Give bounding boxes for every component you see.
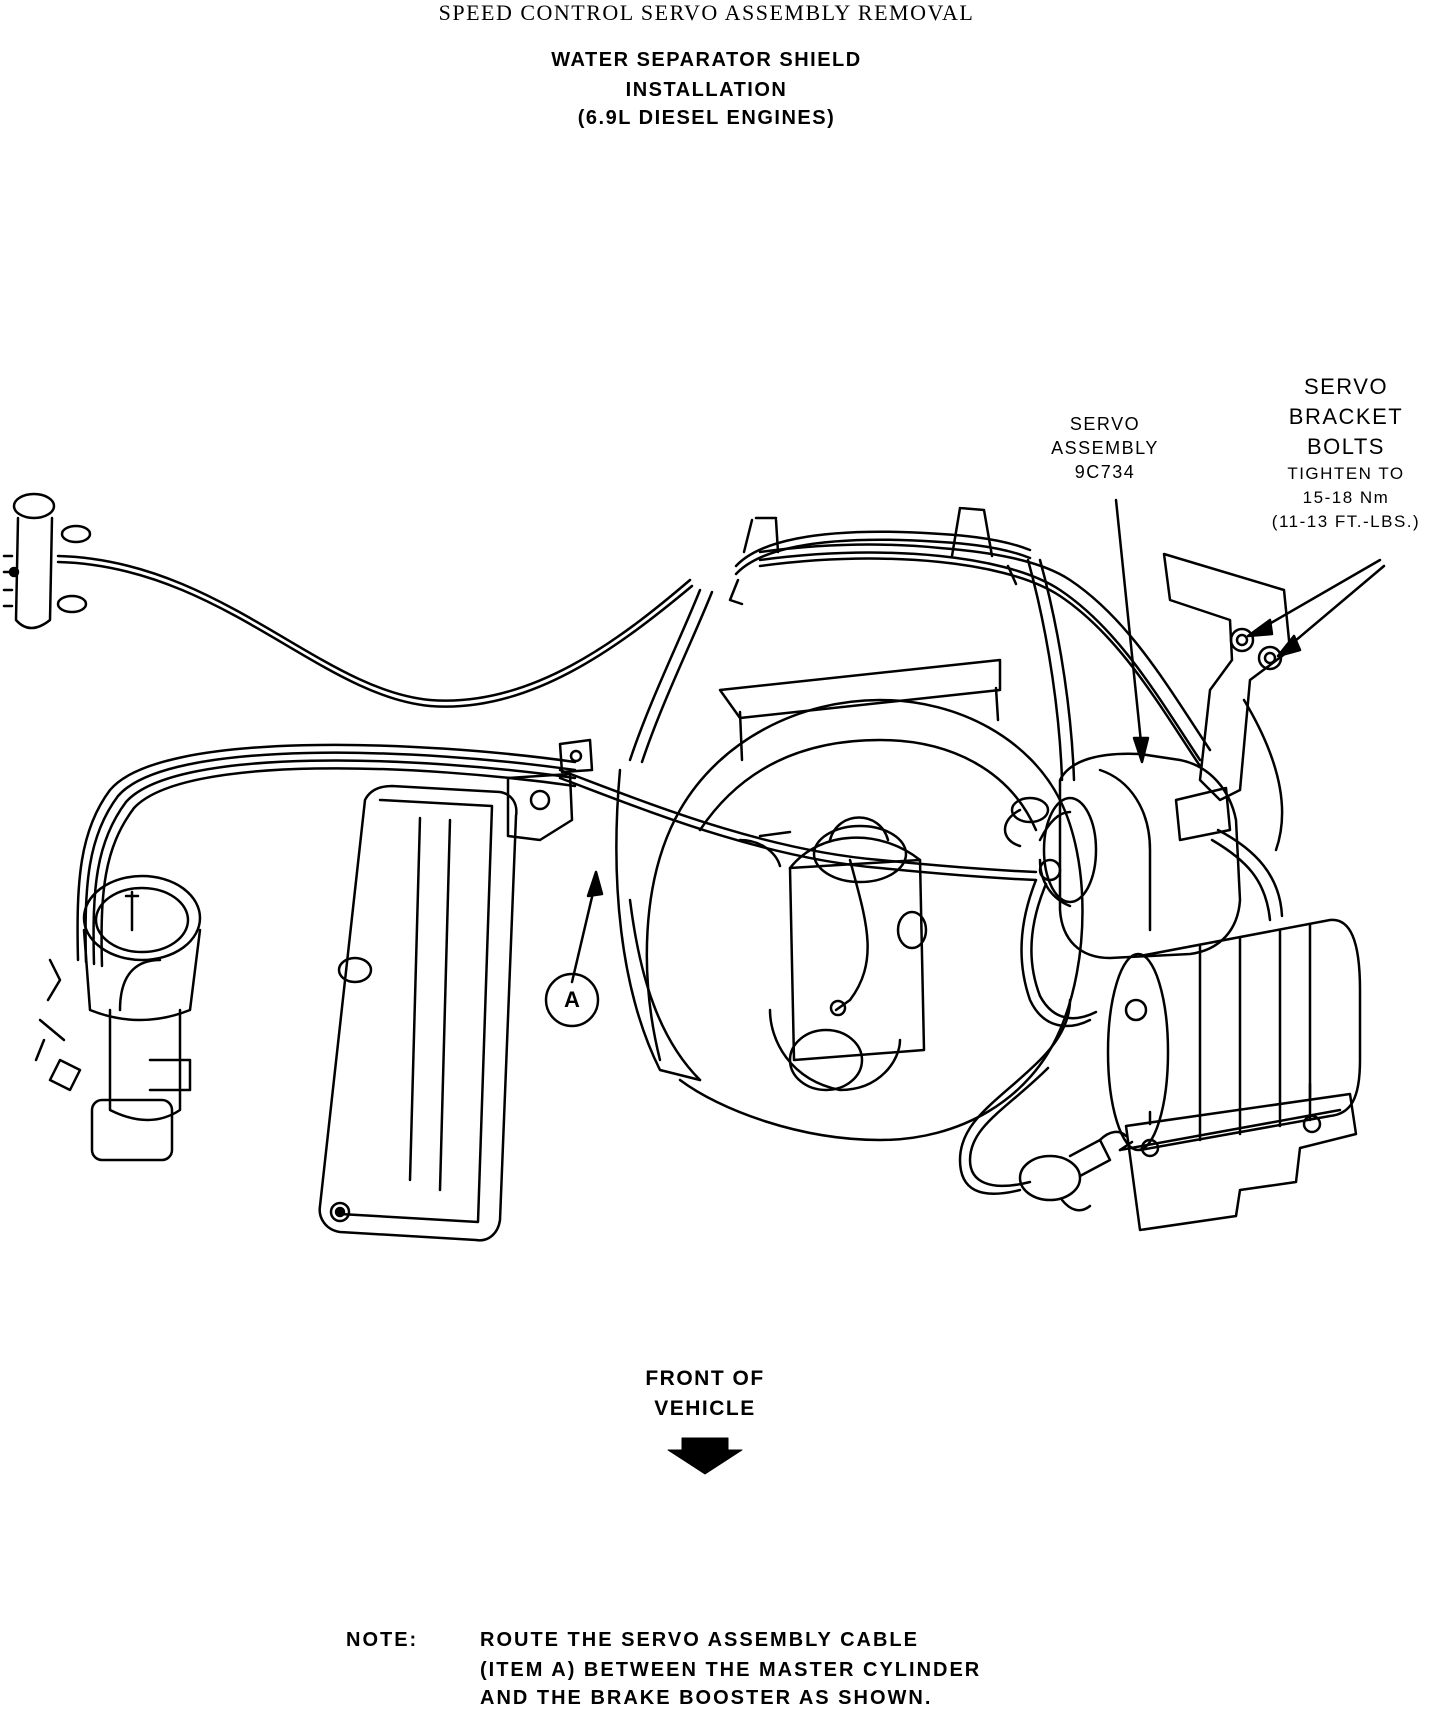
torque-spec-line-3: (11-13 FT.-LBS.) [1271, 512, 1421, 531]
servo-reservoir-hoses [1020, 828, 1284, 1028]
front-of-vehicle-line-2: VEHICLE [654, 1397, 756, 1420]
throttle-bracket [506, 738, 594, 842]
vacuum-reservoir [1106, 918, 1362, 1152]
bracket-label-line-2: BRACKET [1288, 404, 1404, 429]
note-line-1: ROUTE THE SERVO ASSEMBLY CABLE [480, 1629, 919, 1651]
servo-cable-item-a [558, 768, 1038, 874]
servo-bracket [1162, 552, 1292, 852]
carburetor-assembly [34, 874, 202, 1162]
servo-assembly-label: SERVO ASSEMBLY 9C734 [1030, 412, 1180, 484]
front-of-vehicle-line-1: FRONT OF [645, 1367, 765, 1390]
reservoir-bracket [1124, 1082, 1358, 1232]
item-a-leader [544, 870, 604, 1028]
page-title: SPEED CONTROL SERVO ASSEMBLY REMOVAL [438, 0, 975, 25]
torque-spec-line-2: 15-18 Nm [1302, 488, 1390, 507]
valve-cover [318, 784, 518, 1242]
vacuum-hose-firewall [758, 543, 1212, 768]
master-cylinder [768, 816, 928, 1092]
torque-spec-line-1: TIGHTEN TO [1287, 464, 1405, 483]
item-a-marker-text: A [564, 987, 580, 1012]
cable-bundle-left [76, 743, 577, 968]
note-line-3: AND THE BRAKE BOOSTER AS SHOWN. [480, 1687, 933, 1709]
bracket-bolt-1 [1229, 627, 1255, 653]
note-line-2: (ITEM A) BETWEEN THE MASTER CYLINDER [480, 1659, 982, 1681]
torque-spec-label: TIGHTEN TO 15-18 Nm (11-13 FT.-LBS.) [1256, 462, 1436, 534]
brake-booster [615, 658, 1084, 1142]
subtitle-line-1: WATER SEPARATOR SHIELD [551, 49, 862, 71]
servo-assembly [1003, 752, 1242, 960]
servo-assembly-leader [1114, 498, 1150, 764]
bracket-label-line-3: BOLTS [1306, 434, 1385, 459]
check-valve [958, 998, 1134, 1212]
bracket-bolt-2 [1257, 645, 1283, 671]
vacuum-fitting-left [2, 492, 92, 630]
note-label: NOTE: [346, 1629, 419, 1651]
front-of-vehicle-label: FRONT OF VEHICLE [605, 1364, 805, 1424]
item-a-circle [544, 972, 600, 1028]
down-arrow-icon [667, 1437, 743, 1475]
bracket-label-line-1: SERVO [1303, 374, 1389, 399]
bracket-bolt-leaders [1246, 558, 1386, 658]
vacuum-hose-upper [56, 554, 692, 702]
subtitle-line-3: (6.9L DIESEL ENGINES) [577, 107, 836, 129]
servo-assembly-label-part-number: 9C734 [1074, 462, 1136, 482]
servo-bracket-bolts-label: SERVO BRACKET BOLTS [1256, 372, 1436, 462]
subtitle-line-2: INSTALLATION [625, 79, 788, 101]
servo-assembly-label-line-1: SERVO [1069, 414, 1141, 434]
servo-assembly-label-line-2: ASSEMBLY [1051, 438, 1159, 458]
